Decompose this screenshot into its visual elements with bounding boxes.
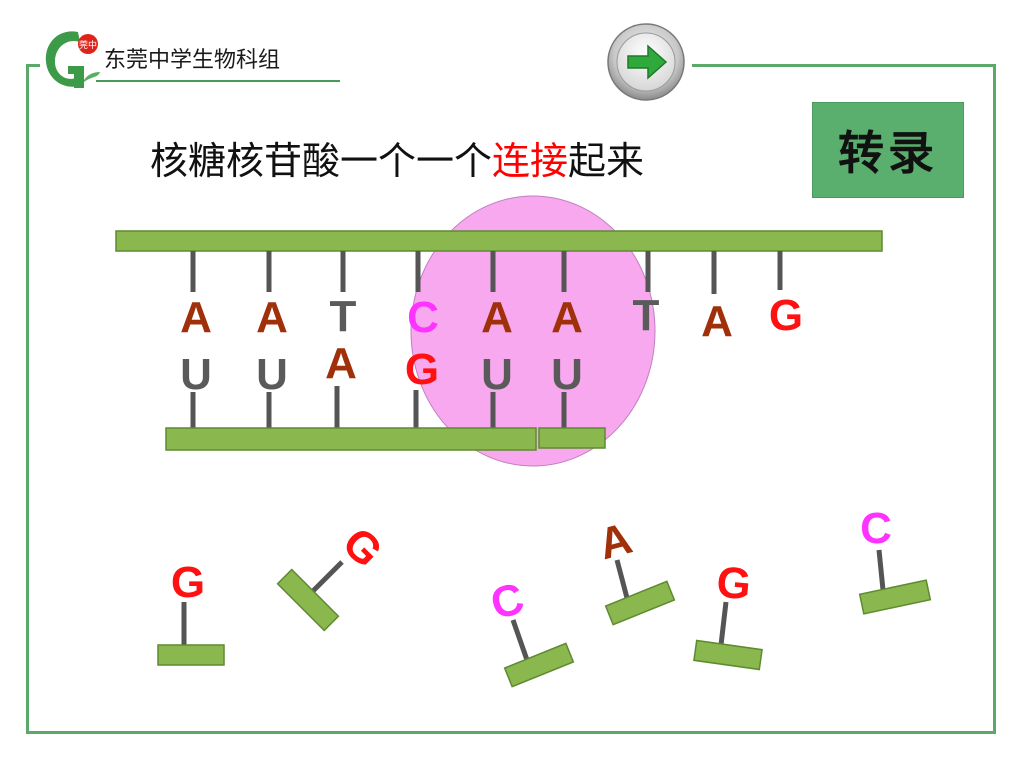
logo-mark-text: 莞中 [79,39,97,51]
mrna-strand [165,427,537,451]
rna-base-a: A [325,339,357,388]
free-nucleotide-6: C [858,504,932,615]
transcription-badge: 转录 [812,102,964,198]
dna-base-pair-5: A U [481,251,513,428]
title-text-before: 核糖核苷酸一个一个 [150,139,493,183]
dna-base-g: G [769,291,803,340]
dna-base-unpaired-7: T [633,251,660,340]
rna-base-u: U [180,350,212,399]
slide-frame [26,66,996,734]
free-base-c: C [486,574,529,630]
title-text-after: 起来 [568,139,645,183]
dna-base-t: T [633,291,660,340]
dna-base-unpaired-8: A [701,251,733,346]
slide-title: 核糖核苷酸一个一个连接起来 [150,130,644,185]
school-logo: 莞中 [38,22,102,96]
dna-base-pair-3: T A [325,251,357,428]
dna-base-pair-6: A U [551,251,583,428]
dna-base-a: A [551,293,583,342]
frame-top-right-segment [692,64,996,67]
free-base-g: G [715,558,753,610]
dna-base-pair-2: A U [256,251,288,428]
free-base-g: G [333,518,392,577]
dna-base-c: C [407,293,439,342]
mrna-strand-new-segment [538,427,606,449]
dna-base-t: T [330,292,357,341]
free-nucleotide-1: G [157,558,225,666]
dna-base-a: A [256,293,288,342]
rna-polymerase [410,195,656,467]
header-underline [96,80,340,82]
next-slide-button[interactable] [604,20,688,104]
dna-base-a: A [701,297,733,346]
school-name: 东莞中学生物科组 [104,48,281,73]
dna-base-a: A [180,293,212,342]
dna-base-a: A [481,293,513,342]
rna-base-u: U [481,350,513,399]
free-nucleotide-5: G [693,558,763,671]
frame-top-left-segment [26,64,40,67]
dna-base-pair-4: C G [405,251,439,428]
free-nucleotide-4: A [594,514,676,626]
dna-base-pair-1: A U [180,251,212,428]
rna-base-u: U [551,350,583,399]
rna-base-g: G [405,345,439,394]
free-nucleotide-3: C [486,574,575,688]
title-highlight: 连接 [492,139,569,183]
dna-base-unpaired-9: G [769,251,803,340]
free-base-g: G [171,558,205,607]
right-arrow-icon [607,23,685,101]
free-base-c: C [860,504,892,553]
free-nucleotide-2: G [276,518,392,632]
rna-base-u: U [256,350,288,399]
dna-template-strand [115,230,883,252]
